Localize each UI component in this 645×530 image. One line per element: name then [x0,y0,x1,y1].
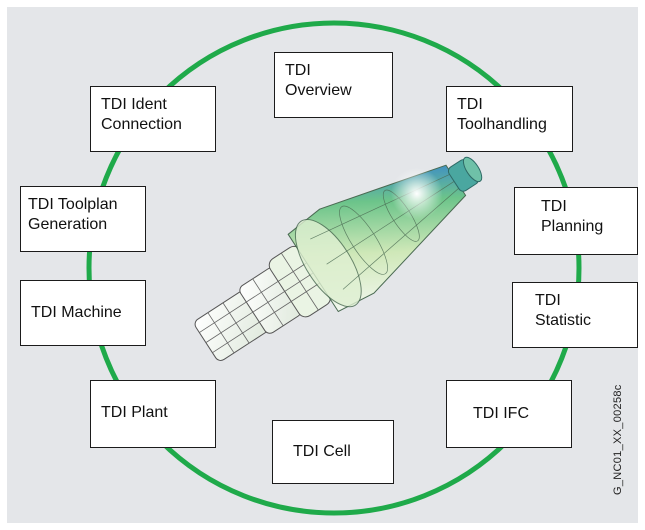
figure-id-label: G_NC01_XX_00258c [612,384,624,495]
module-label-line1: TDI Plant [101,404,168,421]
module-box-overview: TDI Overview [274,52,393,118]
module-label-line1: TDI Cell [293,443,351,460]
module-box-statistic: TDI Statistic [512,282,638,348]
module-label-line2: Planning [541,218,604,235]
module-box-planning: TDI Planning [514,187,638,255]
module-label-line2: Statistic [535,312,592,329]
module-label-line1: TDI Machine [31,304,122,321]
module-box-toolhandling: TDI Toolhandling [446,86,573,152]
module-label-line1: TDI [285,62,311,79]
module-label-line2: Overview [285,82,352,99]
ring-circle [86,20,582,516]
module-label-line1: TDI Ident [101,96,167,113]
module-box-cell: TDI Cell [272,420,394,484]
module-box-ifc: TDI IFC [446,380,572,448]
module-box-plant: TDI Plant [90,380,216,448]
module-box-toolplan-generation: TDI Toolplan Generation [20,186,146,252]
module-label-line2: Connection [101,116,182,133]
module-box-ident-connection: TDI Ident Connection [90,86,216,152]
module-label-line2: Toolhandling [457,116,547,133]
module-label-line1: TDI IFC [473,405,529,422]
module-label-line1: TDI Toolplan [28,196,118,213]
module-label-line1: TDI [457,96,483,113]
module-label-line1: TDI [541,198,567,215]
module-box-machine: TDI Machine [20,280,146,346]
module-label-line1: TDI [535,292,561,309]
module-label-line2: Generation [28,216,108,233]
